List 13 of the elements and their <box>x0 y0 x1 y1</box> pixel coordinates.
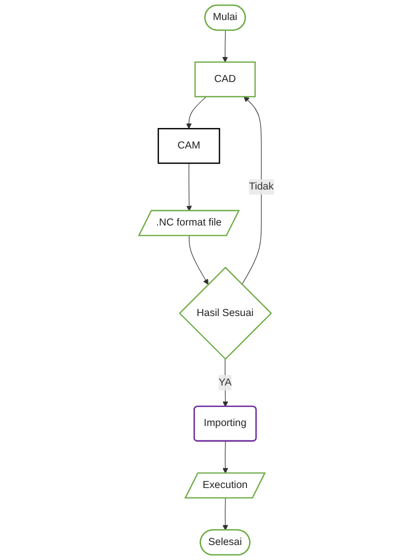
node-diamond: Hasil Sesuai <box>179 266 272 360</box>
arrow <box>186 162 192 212</box>
arrow <box>186 96 207 129</box>
node-box: CAD <box>194 61 256 98</box>
arrow <box>222 440 228 474</box>
arrow <box>242 96 262 285</box>
edge-label: YA <box>218 376 232 388</box>
edge-label: Tidak <box>249 181 274 192</box>
arrow <box>222 358 228 407</box>
arrow <box>222 498 228 530</box>
arrow <box>222 30 228 62</box>
node-box: CAM <box>158 128 220 164</box>
arrow <box>189 236 209 285</box>
